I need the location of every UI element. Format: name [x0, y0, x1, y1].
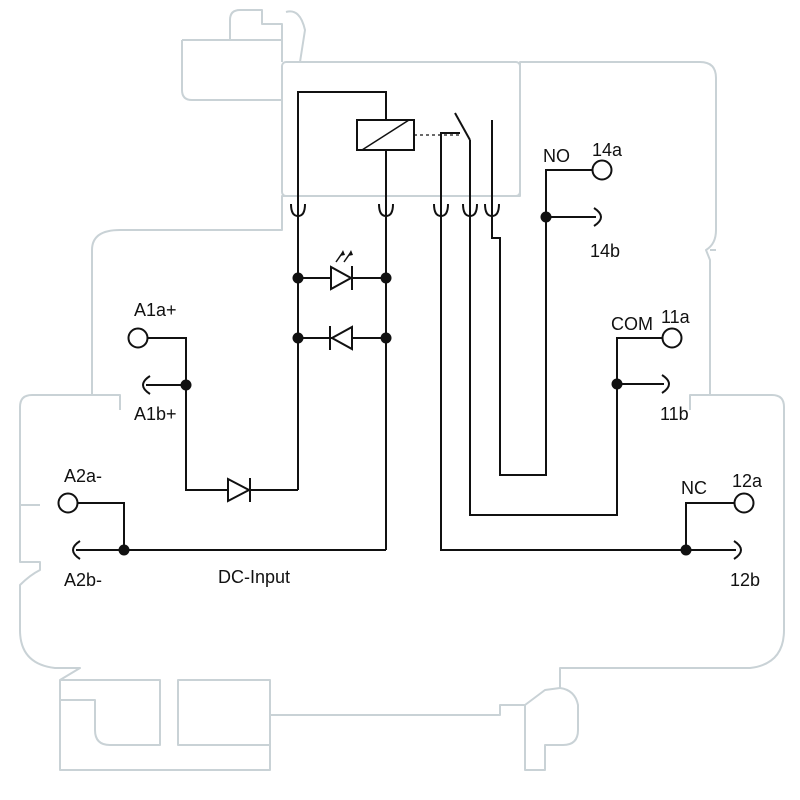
terminal-11a — [661, 327, 683, 349]
right-step — [689, 249, 716, 410]
led-diode — [330, 265, 354, 291]
terminals — [57, 159, 755, 560]
output-circuit — [440, 169, 736, 551]
housing-body — [19, 61, 785, 771]
socket-5 — [484, 203, 500, 218]
wire-A2 — [78, 502, 386, 551]
wire-NC — [440, 218, 736, 551]
input-diode — [227, 477, 252, 503]
led-light-arrows — [335, 250, 353, 263]
junction-nodes — [118, 211, 692, 556]
node-diode-right — [380, 332, 392, 344]
input-circuit — [76, 218, 387, 551]
node-14 — [540, 211, 552, 223]
terminal-A1b-clamp — [142, 375, 151, 395]
node-12 — [680, 544, 692, 556]
socket-1 — [290, 203, 306, 218]
terminal-A2b-clamp — [72, 540, 81, 560]
label-dc-input: DC-Input — [218, 567, 290, 587]
relay-contact-section — [440, 112, 493, 205]
label-A2b: A2b- — [64, 570, 102, 590]
node-led-left — [292, 272, 304, 284]
top-clip — [181, 9, 306, 101]
left-step — [20, 394, 121, 506]
node-led-right — [380, 272, 392, 284]
relay-coil-diagonal — [361, 119, 410, 151]
terminal-14a — [591, 159, 613, 181]
terminal-A2a — [57, 492, 79, 514]
terminal-11b-clamp — [661, 374, 670, 394]
label-A1b: A1b+ — [134, 404, 177, 424]
label-12a: 12a — [732, 471, 763, 491]
node-A2 — [118, 544, 130, 556]
label-NC: NC — [681, 478, 707, 498]
label-A1a: A1a+ — [134, 300, 177, 320]
wire-NO — [491, 169, 592, 476]
terminal-12b-clamp — [733, 540, 742, 560]
coil-lead-left — [297, 91, 387, 205]
label-11a: 11a — [661, 307, 691, 327]
relay-coil-section — [297, 91, 462, 205]
node-A1 — [180, 379, 192, 391]
label-14b: 14b — [590, 241, 620, 261]
socket-2 — [378, 203, 394, 218]
label-A2a: A2a- — [64, 466, 102, 486]
label-14a: 14a — [592, 140, 623, 160]
label-12b: 12b — [730, 570, 760, 590]
protection-diode — [329, 325, 353, 351]
label-11b: 11b — [660, 404, 689, 424]
wire-12a — [685, 502, 734, 550]
wire-COM — [469, 218, 662, 516]
label-COM: COM — [611, 314, 653, 334]
label-NO: NO — [543, 146, 570, 166]
relay-sockets — [290, 203, 500, 218]
terminal-12a — [733, 492, 755, 514]
socket-4 — [462, 203, 478, 218]
contact-switch-arm — [454, 112, 471, 141]
node-11 — [611, 378, 623, 390]
socket-3 — [433, 203, 449, 218]
contact-nc-lead — [440, 132, 460, 205]
din-foot-left — [60, 679, 161, 746]
node-diode-left — [292, 332, 304, 344]
labels: A1a+ A1b+ A2a- A2b- DC-Input NO 14a 14b … — [64, 140, 763, 590]
terminal-A1a — [127, 327, 149, 349]
din-foot-right — [177, 679, 561, 746]
terminal-14b-clamp — [593, 207, 602, 227]
